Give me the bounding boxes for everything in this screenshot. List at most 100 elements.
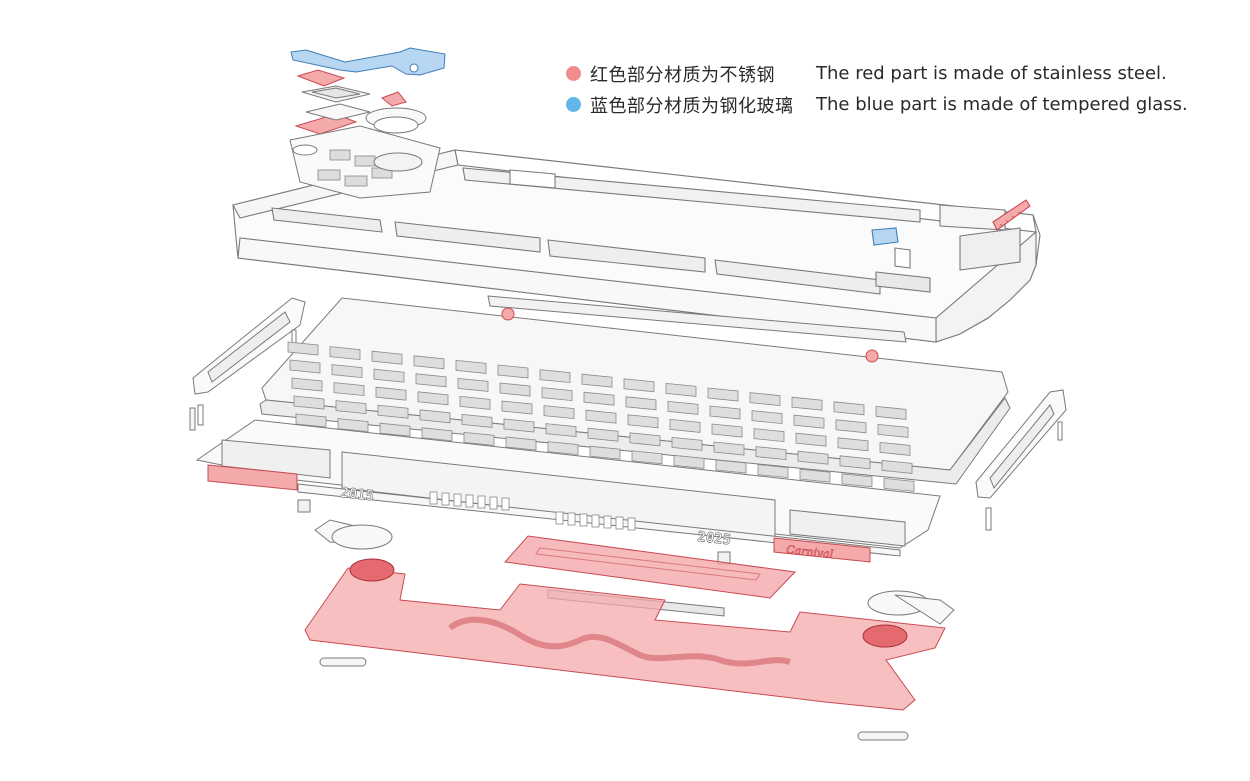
rubber-feet xyxy=(189,407,909,741)
key-well xyxy=(583,391,615,406)
legend-blue-en: The blue part is made of tempered glass. xyxy=(816,94,1188,115)
key-well xyxy=(461,413,493,428)
right-side-bracket xyxy=(975,389,1067,531)
key-well xyxy=(421,427,453,442)
legend-red-en: The red part is made of stainless steel. xyxy=(816,63,1167,84)
key-well xyxy=(329,346,361,361)
key-well xyxy=(841,473,873,488)
key-well xyxy=(457,377,489,392)
key-well xyxy=(753,428,785,443)
blue-dot-icon xyxy=(566,97,581,112)
key-well xyxy=(879,441,911,456)
key-well xyxy=(629,432,661,447)
brand-plate-label: Carnival xyxy=(786,543,835,561)
key-well xyxy=(459,395,491,410)
switch-plate xyxy=(259,295,1011,492)
foot-plate-right xyxy=(867,590,955,625)
key-well xyxy=(835,419,867,434)
key-well xyxy=(373,368,405,383)
key-well xyxy=(545,423,577,438)
key-well xyxy=(417,391,449,406)
key-well xyxy=(371,350,403,365)
key-well xyxy=(877,423,909,438)
red-dot-icon xyxy=(566,66,581,81)
key-well xyxy=(673,454,705,469)
key-well xyxy=(669,418,701,433)
key-well xyxy=(377,404,409,419)
key-well xyxy=(331,364,363,379)
key-well xyxy=(881,459,913,474)
left-side-bracket xyxy=(192,297,306,426)
key-well xyxy=(875,405,907,420)
legend-red-zh: 红色部分材质为不锈钢 xyxy=(590,64,775,86)
key-well xyxy=(455,359,487,374)
key-well xyxy=(589,445,621,460)
key-well xyxy=(755,446,787,461)
key-well xyxy=(499,382,531,397)
key-well xyxy=(581,373,613,388)
key-well xyxy=(539,369,571,384)
key-well xyxy=(707,387,739,402)
red-bottom-plate xyxy=(304,558,946,711)
knob-module-stack xyxy=(289,47,446,199)
key-well xyxy=(797,450,829,465)
year-label-right: 2025 xyxy=(697,529,732,548)
key-well xyxy=(287,341,319,356)
key-well xyxy=(375,386,407,401)
key-well xyxy=(541,387,573,402)
key-well xyxy=(837,437,869,452)
key-well xyxy=(627,414,659,429)
key-well xyxy=(749,392,781,407)
key-well xyxy=(709,405,741,420)
key-well xyxy=(665,382,697,397)
bottom-case: 2015 2025 Carnival xyxy=(195,419,941,565)
key-well xyxy=(793,414,825,429)
keycap-grid xyxy=(287,341,915,492)
material-legend: 红色部分材质为不锈钢 The red part is made of stain… xyxy=(566,58,1206,120)
key-well xyxy=(799,468,831,483)
key-well xyxy=(587,427,619,442)
key-well xyxy=(625,396,657,411)
key-well xyxy=(751,410,783,425)
key-well xyxy=(715,459,747,474)
legend-item-red: 红色部分材质为不锈钢 The red part is made of stain… xyxy=(566,58,1206,89)
key-well xyxy=(379,422,411,437)
key-well xyxy=(413,355,445,370)
key-well xyxy=(883,477,915,492)
key-well xyxy=(503,418,535,433)
key-well xyxy=(623,378,655,393)
key-well xyxy=(501,400,533,415)
key-well xyxy=(757,464,789,479)
key-well xyxy=(463,431,495,446)
key-well xyxy=(293,395,325,410)
key-well xyxy=(585,409,617,424)
key-well xyxy=(337,418,369,433)
key-well xyxy=(333,382,365,397)
key-well xyxy=(419,409,451,424)
red-middle-plate xyxy=(504,535,797,599)
year-label-left: 2015 xyxy=(340,485,375,504)
key-well xyxy=(833,401,865,416)
key-well xyxy=(415,373,447,388)
key-well xyxy=(295,413,327,428)
key-well xyxy=(667,400,699,415)
key-well xyxy=(631,450,663,465)
key-well xyxy=(543,405,575,420)
key-well xyxy=(711,423,743,438)
key-well xyxy=(335,400,367,415)
foot-plate-left xyxy=(314,519,393,550)
key-well xyxy=(713,441,745,456)
key-well xyxy=(289,359,321,374)
key-well xyxy=(791,396,823,411)
key-well xyxy=(505,436,537,451)
key-well xyxy=(671,436,703,451)
key-well xyxy=(547,441,579,456)
key-well xyxy=(497,364,529,379)
key-well xyxy=(839,455,871,470)
legend-blue-zh: 蓝色部分材质为钢化玻璃 xyxy=(590,95,794,117)
top-case xyxy=(232,149,1041,343)
key-well xyxy=(291,377,323,392)
legend-item-blue: 蓝色部分材质为钢化玻璃 The blue part is made of tem… xyxy=(566,89,1206,120)
key-well xyxy=(795,432,827,447)
